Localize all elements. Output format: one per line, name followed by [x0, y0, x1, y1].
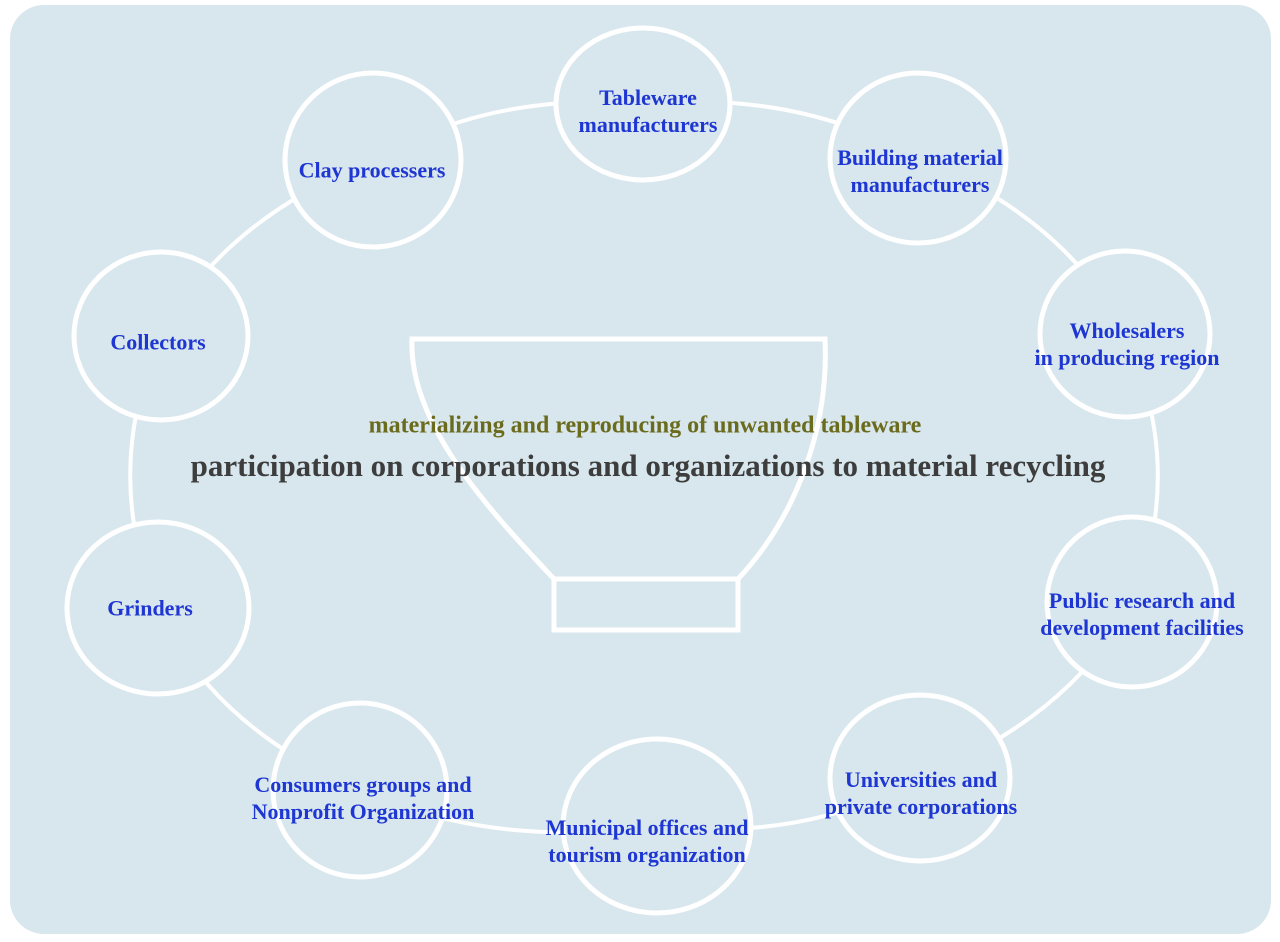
node-label-line: manufacturers [578, 112, 718, 137]
node-label-wholesalers-in-producing-region: Wholesalers in producing region [1034, 317, 1219, 371]
node-label-line: Collectors [110, 329, 206, 355]
node-circle-collectors [71, 249, 251, 423]
node-label-line: Clay processers [298, 157, 446, 183]
node-circle-universities-private-corporations [827, 692, 1013, 864]
node-label-line: Consumers groups and [254, 772, 472, 797]
node-label-collectors: Collectors [110, 329, 205, 356]
node-label-line: Nonprofit Organization [251, 799, 475, 824]
node-label-line: tourism organization [548, 842, 746, 867]
node-circle-grinders [64, 519, 252, 697]
node-label-municipal-offices: Municipal offices and tourism organizati… [546, 814, 749, 868]
center-title: participation on corporations and organi… [190, 448, 1106, 483]
node-circle-wholesalers-in-producing-region [1037, 248, 1213, 420]
node-label-line: development facilities [1040, 615, 1244, 640]
node-circle-tableware-manufacturers [553, 25, 733, 183]
node-circle-municipal-offices [560, 736, 754, 916]
node-label-line: private corporations [824, 794, 1018, 819]
bowl-foot [551, 576, 741, 633]
node-label-line: Building material [837, 145, 1003, 170]
node-label-consumers-groups: Consumers groups and Nonprofit Organizat… [252, 771, 475, 825]
bowl-outline-icon [409, 336, 828, 633]
node-label-line: Wholesalers [1069, 318, 1185, 343]
node-label-tableware-manufacturers: Tableware manufacturers [579, 84, 718, 138]
node-label-line: Universities and [844, 767, 998, 792]
node-label-line: Grinders [107, 595, 193, 621]
node-circle-building-material-manufacturers [827, 70, 1009, 246]
node-label-universities-private-corporations: Universities and private corporations [825, 766, 1017, 820]
node-circle-clay-processers [282, 70, 464, 250]
node-label-grinders: Grinders [107, 595, 193, 622]
node-label-line: manufacturers [850, 172, 990, 197]
node-label-building-material-manufacturers: Building material manufacturers [837, 144, 1003, 198]
node-label-line: Tableware [599, 85, 697, 110]
node-circle-public-research-facilities [1044, 514, 1220, 690]
node-label-line: Public research and [1048, 588, 1236, 613]
node-label-line: in producing region [1034, 345, 1220, 370]
node-circles [64, 25, 1220, 916]
node-label-clay-processers: Clay processers [299, 157, 446, 184]
node-label-public-research-facilities: Public research and development faciliti… [1040, 587, 1243, 641]
node-label-line: Municipal offices and [545, 815, 749, 840]
node-circle-consumers-groups [270, 700, 450, 880]
center-subtitle: materializing and reproducing of unwante… [368, 412, 922, 439]
